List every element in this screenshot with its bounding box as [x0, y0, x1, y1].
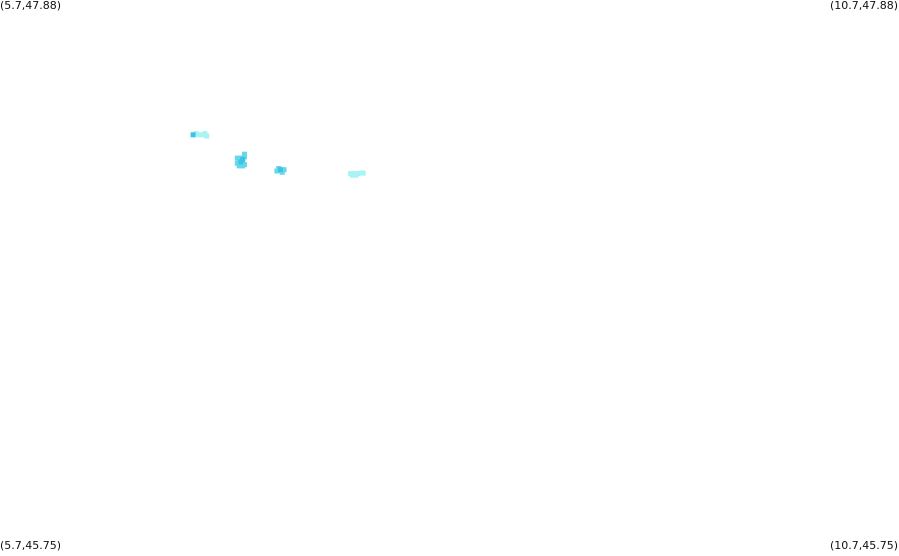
- water-cell: [240, 156, 246, 162]
- water-cell: [204, 133, 210, 139]
- corner-coordinate-top-left: (5.7,47.88): [0, 0, 62, 12]
- water-cell: [238, 159, 244, 165]
- water-cell: [193, 131, 199, 136]
- water-cell: [202, 131, 208, 136]
- water-cell: [236, 163, 242, 169]
- corner-coordinate-bottom-right: (10.7,45.75): [829, 539, 898, 552]
- water-cell: [234, 155, 240, 161]
- water-cell: [353, 172, 359, 178]
- water-cell: [234, 160, 240, 166]
- water-body: [238, 156, 246, 165]
- water-cell: [242, 162, 247, 168]
- water-body: [348, 170, 366, 178]
- water-cell: [197, 132, 203, 138]
- water-cell: [242, 151, 247, 157]
- water-cell: [360, 170, 366, 176]
- water-cell: [279, 169, 285, 175]
- water-cell: [190, 132, 196, 138]
- corner-coordinate-bottom-left: (5.7,45.75): [0, 539, 62, 552]
- water-cell: [281, 167, 287, 173]
- water-body: [278, 167, 283, 173]
- water-cell: [349, 172, 355, 178]
- water-body: [190, 132, 196, 138]
- corner-coordinate-top-right: (10.7,47.88): [829, 0, 898, 12]
- water-cell: [278, 167, 283, 173]
- water-cell: [242, 154, 247, 160]
